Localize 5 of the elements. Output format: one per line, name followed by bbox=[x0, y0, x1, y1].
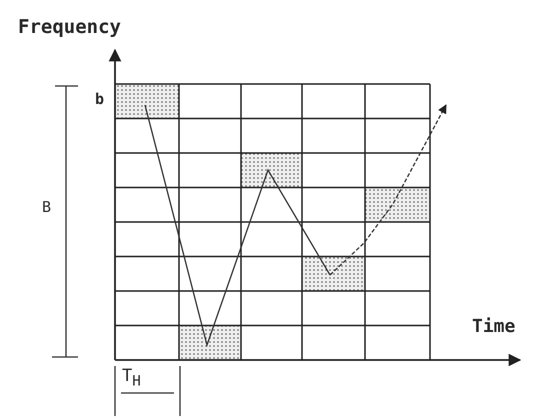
axis-title: Time bbox=[472, 318, 516, 336]
dimension-label: T$_{H}$ bbox=[122, 368, 141, 389]
cell-label: b bbox=[95, 92, 104, 107]
axis-title: Frequency bbox=[18, 18, 121, 37]
dimension-label: B bbox=[42, 200, 52, 215]
